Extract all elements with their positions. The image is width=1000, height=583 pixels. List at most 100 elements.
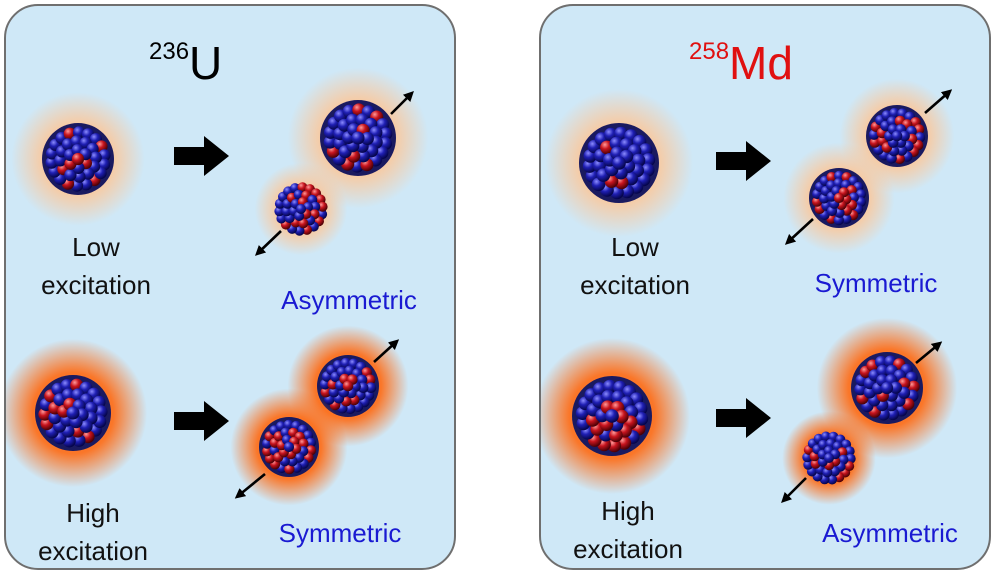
low-excitation-label: Low excitation bbox=[6, 228, 186, 304]
neutron bbox=[346, 113, 360, 127]
direction-arrow-line bbox=[234, 472, 266, 499]
neutron bbox=[379, 127, 393, 141]
panel-title-u236: 236U bbox=[149, 38, 222, 87]
neutron bbox=[54, 154, 67, 167]
neutron bbox=[824, 453, 834, 463]
proton bbox=[833, 192, 845, 204]
neutron bbox=[305, 437, 316, 448]
high-outcome-label: Symmetric bbox=[278, 518, 402, 548]
direction-arrow-icon bbox=[373, 339, 400, 363]
label-line: excitation bbox=[573, 534, 683, 564]
neutron bbox=[889, 107, 900, 119]
proton bbox=[284, 464, 295, 475]
low-outcome-label: Symmetric bbox=[814, 268, 938, 298]
proton bbox=[364, 374, 376, 386]
proton bbox=[317, 201, 328, 212]
proton bbox=[71, 152, 85, 166]
proton bbox=[609, 428, 623, 443]
neutron bbox=[602, 379, 617, 394]
neutron bbox=[827, 474, 838, 485]
neutron bbox=[844, 446, 855, 457]
neutron bbox=[323, 135, 337, 149]
direction-arrow-line bbox=[784, 218, 814, 245]
high-outcome-label: Asymmetric bbox=[822, 518, 958, 548]
neutron bbox=[328, 386, 340, 398]
high-excitation-label: High excitation bbox=[6, 494, 183, 568]
proton bbox=[614, 175, 629, 190]
label-line: excitation bbox=[41, 270, 151, 300]
neutron bbox=[802, 452, 813, 463]
proton bbox=[320, 386, 332, 398]
neutron bbox=[351, 131, 365, 145]
reaction-arrow-shape bbox=[174, 136, 229, 176]
direction-arrow-line bbox=[373, 339, 400, 363]
u236-low-fragment-small bbox=[254, 162, 348, 256]
direction-arrow-icon bbox=[781, 477, 807, 503]
neutron bbox=[845, 453, 856, 464]
proton bbox=[615, 409, 629, 424]
neutron bbox=[73, 170, 86, 183]
neutron bbox=[360, 132, 374, 145]
reaction-arrow-shape bbox=[716, 398, 771, 438]
reaction-arrow-shape bbox=[716, 141, 771, 181]
neutron bbox=[891, 130, 903, 142]
neutron bbox=[899, 130, 910, 142]
low-excitation-label: Low excitation bbox=[545, 228, 725, 304]
reaction-arrow-shape bbox=[174, 401, 229, 441]
neutron bbox=[885, 399, 898, 412]
label-line: High bbox=[601, 496, 655, 526]
panel-u236: 236U Low excitation Asymmetric High exci… bbox=[4, 4, 456, 570]
neutron bbox=[283, 419, 294, 430]
panel-title-md258: 258Md bbox=[689, 37, 793, 89]
neutron bbox=[296, 204, 306, 214]
neutron bbox=[841, 213, 852, 224]
neutron bbox=[641, 153, 656, 167]
reaction-arrow-icon bbox=[174, 401, 229, 441]
neutron bbox=[64, 168, 77, 182]
neutron bbox=[356, 149, 370, 163]
proton bbox=[342, 380, 354, 392]
proton bbox=[298, 438, 309, 449]
neutron bbox=[66, 406, 80, 420]
element-symbol: Md bbox=[729, 37, 793, 89]
md258-high-fragment-small bbox=[782, 411, 876, 505]
high-excitation-label: High excitation bbox=[541, 492, 718, 568]
direction-arrow-icon bbox=[784, 218, 814, 245]
neutron bbox=[833, 215, 844, 226]
reaction-arrow-icon bbox=[716, 141, 771, 181]
neutron bbox=[274, 206, 285, 217]
u236-low-parent-nucleus bbox=[11, 92, 145, 226]
direction-arrow-icon bbox=[234, 472, 266, 499]
low-outcome-label: Asymmetric bbox=[281, 285, 417, 315]
label-line: Low bbox=[611, 232, 659, 262]
neutron bbox=[310, 201, 321, 212]
neutron bbox=[365, 382, 377, 394]
neutron bbox=[889, 381, 902, 394]
neutron bbox=[356, 374, 368, 386]
label-line: excitation bbox=[580, 270, 690, 300]
u236-high-parent-nucleus bbox=[6, 338, 148, 488]
neutron bbox=[601, 389, 615, 404]
neutron bbox=[820, 431, 831, 442]
neutron bbox=[70, 135, 83, 148]
neutron bbox=[89, 151, 102, 164]
neutron bbox=[854, 383, 867, 396]
direction-arrow-line bbox=[254, 230, 282, 256]
panel-md258: 258Md Low excitation Symmetric High exci… bbox=[539, 4, 991, 570]
direction-arrow-icon bbox=[915, 341, 943, 365]
neutron bbox=[609, 136, 624, 151]
neutron bbox=[293, 189, 304, 200]
md258-low-fragment-b bbox=[783, 142, 895, 254]
direction-arrow-line bbox=[924, 89, 953, 114]
md258-high-parent-nucleus bbox=[541, 338, 690, 494]
proton bbox=[298, 218, 309, 229]
neutron bbox=[283, 441, 295, 453]
neutron bbox=[876, 364, 889, 377]
label-line: Low bbox=[72, 232, 120, 262]
proton bbox=[607, 438, 622, 453]
proton bbox=[262, 446, 273, 457]
label-line: High bbox=[66, 498, 120, 528]
neutron bbox=[803, 459, 814, 470]
direction-arrow-line bbox=[915, 341, 943, 365]
mass-number: 236 bbox=[149, 38, 190, 65]
